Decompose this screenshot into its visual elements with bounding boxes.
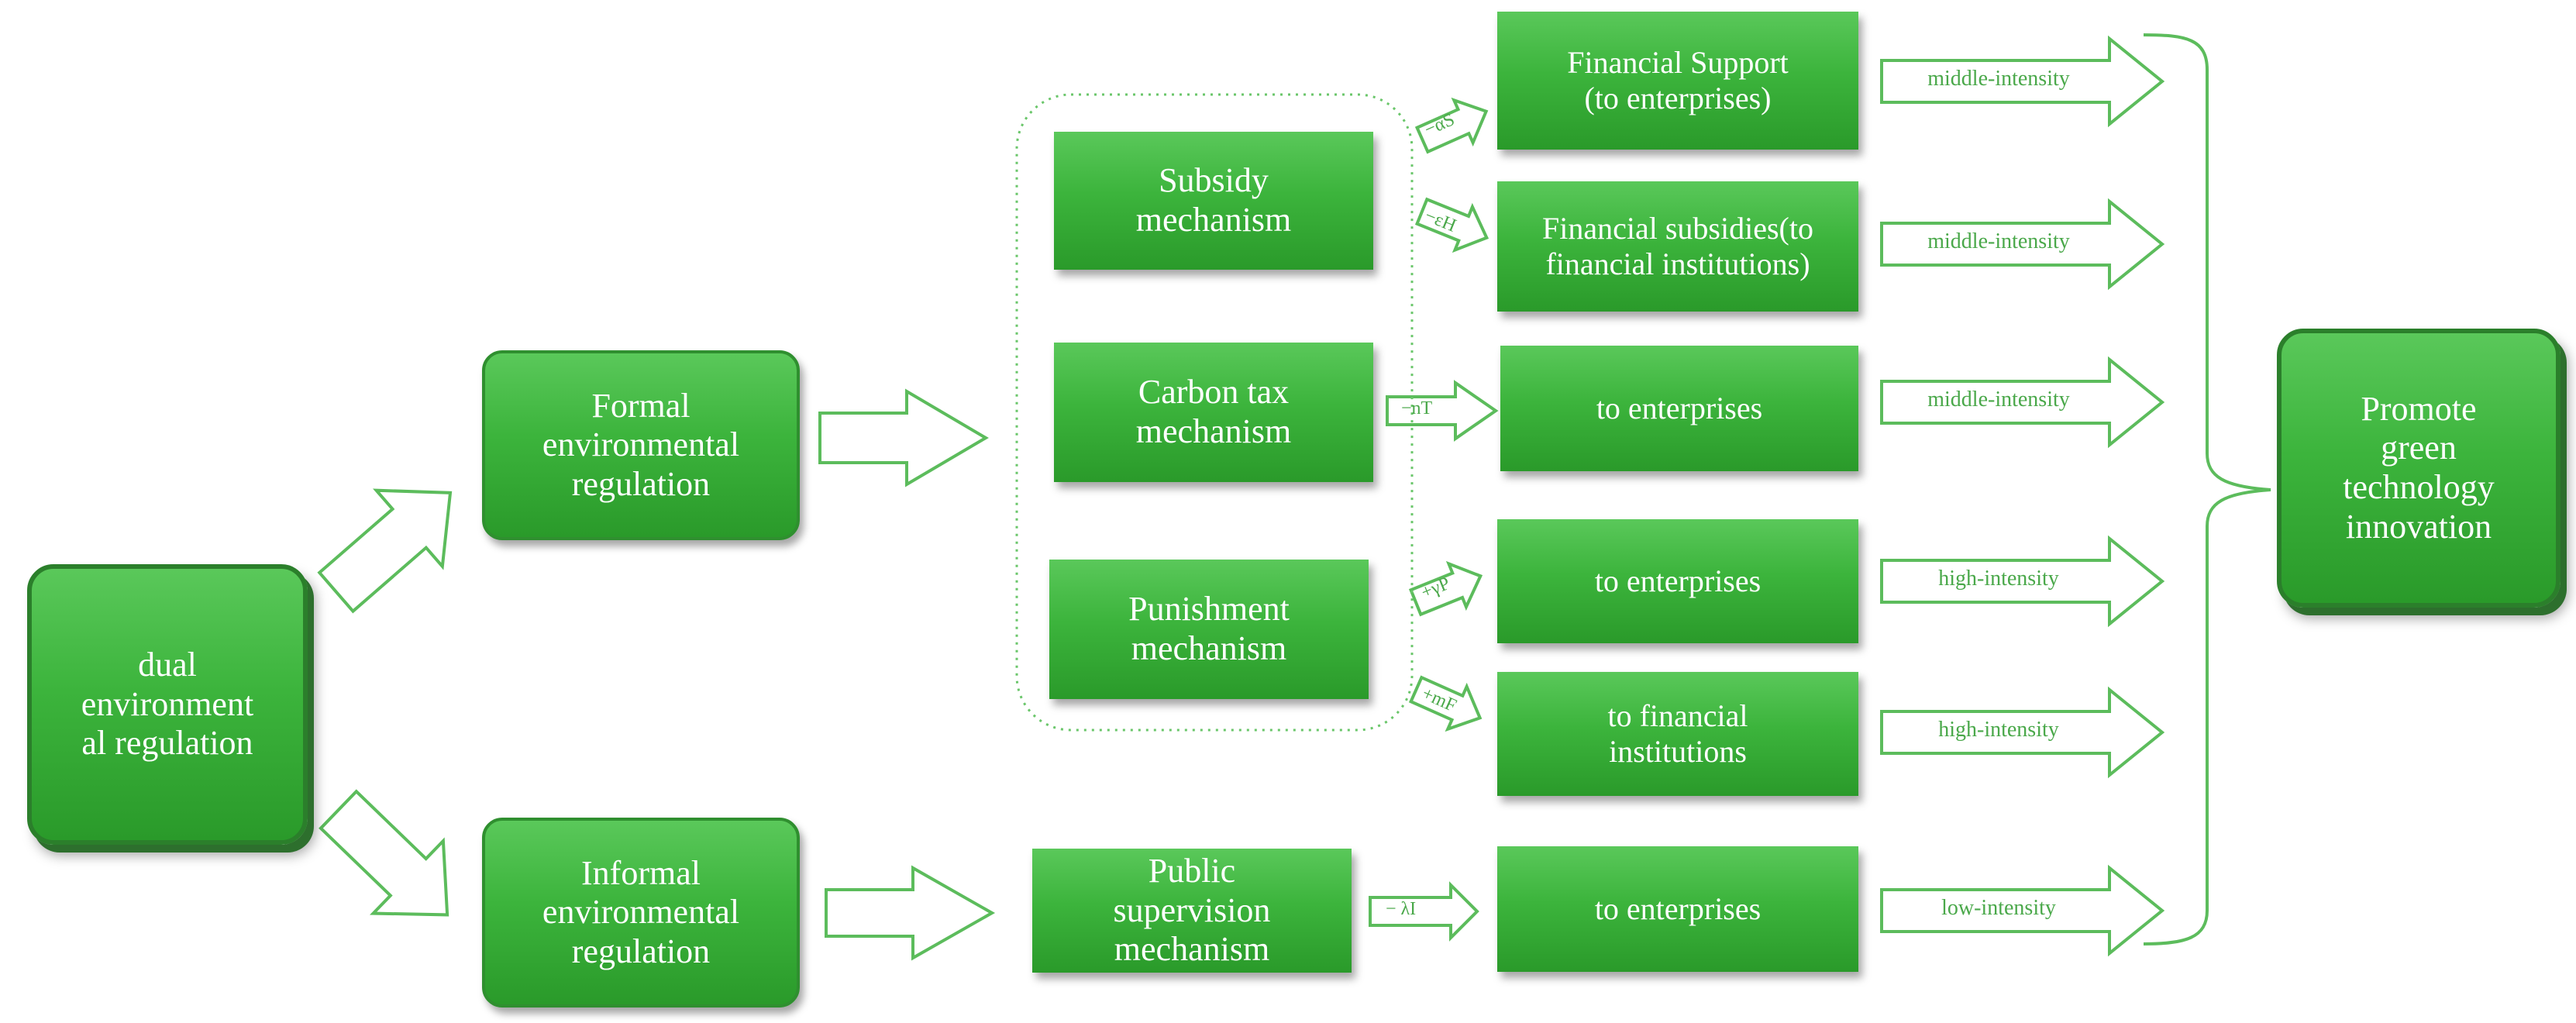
arrow-intensity-2 — [1880, 198, 2165, 291]
to-enterprises-carbon-node: to enterprises — [1500, 346, 1858, 471]
intensity-label-5: high-intensity — [1938, 718, 2059, 742]
arrow-dual-to-informal — [319, 789, 449, 917]
arrow-coef-epsilon-h — [1414, 197, 1489, 253]
arrow-coef-gamma-p — [1408, 560, 1483, 617]
coef-n-t-label: −nT — [1401, 398, 1433, 418]
intensity-label-4: high-intensity — [1938, 567, 2059, 591]
coef-lambda-i-label: − λI — [1386, 899, 1417, 919]
carbon-tax-mechanism-node: Carbon tax mechanism — [1054, 343, 1373, 482]
intensity-label-6: low-intensity — [1941, 896, 2056, 920]
arrow-coef-lambda-i — [1369, 881, 1479, 942]
to-financial-institutions-node: to financial institutions — [1497, 672, 1858, 796]
arrow-coef-n-t — [1386, 380, 1499, 442]
financial-support-node: Financial Support (to enterprises) — [1497, 12, 1858, 150]
to-enterprises-public-node: to enterprises — [1497, 846, 1858, 972]
to-enterprises-punishment-node: to enterprises — [1497, 519, 1858, 643]
intensity-label-2: middle-intensity — [1927, 229, 2070, 253]
arrow-intensity-3 — [1880, 356, 2165, 449]
promote-green-technology-innovation-node: Promote green technology innovation — [2277, 329, 2561, 608]
arrow-coef-alpha-s — [1414, 97, 1489, 154]
arrow-intensity-4 — [1880, 535, 2165, 628]
arrow-intensity-1 — [1880, 35, 2165, 128]
intensity-label-3: middle-intensity — [1927, 388, 2070, 412]
punishment-mechanism-node: Punishment mechanism — [1049, 560, 1369, 699]
formal-environmental-regulation-node: Formal environmental regulation — [482, 350, 800, 540]
financial-subsidies-node: Financial subsidies(to financial institu… — [1497, 181, 1858, 312]
arrow-coef-m-f — [1408, 675, 1483, 732]
arrow-dual-to-formal — [317, 488, 453, 614]
public-supervision-mechanism-node: Public supervision mechanism — [1032, 849, 1352, 973]
arrow-informal-to-public — [825, 865, 996, 961]
dual-environmental-regulation-node: dual environment al regulation — [27, 564, 308, 845]
arrow-formal-to-mechanisms — [818, 388, 989, 487]
arrow-intensity-5 — [1880, 686, 2165, 779]
right-brace — [2143, 33, 2271, 946]
informal-environmental-regulation-node: Informal environmental regulation — [482, 818, 800, 1008]
arrow-intensity-6 — [1880, 864, 2165, 957]
intensity-label-1: middle-intensity — [1927, 67, 2070, 91]
subsidy-mechanism-node: Subsidy mechanism — [1054, 132, 1373, 270]
